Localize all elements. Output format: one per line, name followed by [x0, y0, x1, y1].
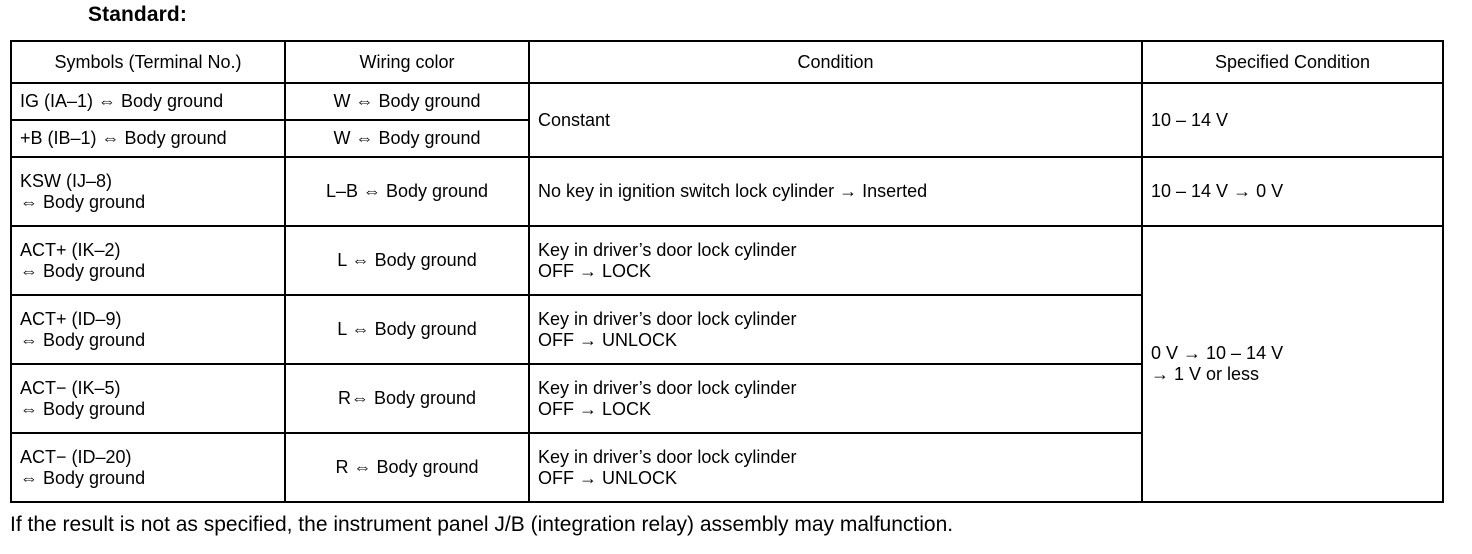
column-header-wiring-color: Wiring color — [284, 40, 530, 84]
cell-specified-condition-line-2: → 1 V or less — [1151, 364, 1260, 384]
table-row: +B (IB–1) ⇔ Body ground W ⇔ Body ground — [10, 119, 1443, 158]
cell-symbols-line-2: ⇔ Body ground — [20, 260, 146, 281]
column-header-symbols: Symbols (Terminal No.) — [10, 40, 286, 84]
cell-symbols-line-1: ACT− (ID–20) — [20, 446, 132, 467]
cell-condition-line-2: OFF → UNLOCK — [538, 467, 678, 488]
cell-symbols: KSW (IJ–8) ⇔ Body ground — [10, 156, 286, 227]
cell-symbols-line-2: ⇔ Body ground — [20, 467, 146, 488]
column-header-condition: Condition — [528, 40, 1143, 84]
cell-symbols-line-2: ⇔ Body ground — [20, 398, 146, 419]
cell-condition: Constant — [528, 82, 1143, 158]
cell-symbols-line-1: ACT+ (ID–9) — [20, 308, 122, 329]
cell-wiring-color: L ⇔ Body ground — [284, 225, 530, 296]
cell-symbols-line-1: ACT− (IK–5) — [20, 377, 121, 398]
cell-condition: Key in driver’s door lock cylinder OFF →… — [528, 225, 1143, 296]
table-header-row: Symbols (Terminal No.) Wiring color Cond… — [10, 40, 1444, 84]
cell-symbols: ACT+ (IK–2) ⇔ Body ground — [10, 225, 286, 296]
cell-specified-condition-line-1: 0 V → 10 – 14 V — [1151, 343, 1284, 363]
cell-symbols: ACT− (IK–5) ⇔ Body ground — [10, 363, 286, 434]
table-row: ACT− (IK–5) ⇔ Body ground R⇔ Body ground… — [10, 363, 1443, 434]
cell-condition-line-1: Key in driver’s door lock cylinder — [538, 308, 797, 329]
cell-condition: No key in ignition switch lock cylinder … — [528, 156, 1143, 227]
footer-note: If the result is not as specified, the i… — [10, 513, 954, 536]
cell-symbols: +B (IB–1) ⇔ Body ground — [10, 119, 286, 158]
cell-condition-line-1: Key in driver’s door lock cylinder — [538, 446, 797, 467]
page-title: Standard: — [88, 3, 187, 26]
cell-wiring-color: W ⇔ Body ground — [284, 119, 530, 158]
cell-symbols-line-2: ⇔ Body ground — [20, 191, 146, 212]
cell-condition-line-2: OFF → LOCK — [538, 260, 652, 281]
cell-condition-line-2: OFF → UNLOCK — [538, 329, 678, 350]
cell-specified-condition: 10 – 14 V → 0 V — [1141, 156, 1444, 227]
cell-symbols: IG (IA–1) ⇔ Body ground — [10, 82, 286, 121]
cell-symbols: ACT− (ID–20) ⇔ Body ground — [10, 432, 286, 503]
cell-symbols: ACT+ (ID–9) ⇔ Body ground — [10, 294, 286, 365]
cell-wiring-color: R⇔ Body ground — [284, 363, 530, 434]
cell-condition-line-2: OFF → LOCK — [538, 398, 652, 419]
cell-wiring-color: W ⇔ Body ground — [284, 82, 530, 121]
cell-symbols-line-1: ACT+ (IK–2) — [20, 239, 121, 260]
cell-symbols-line-1: KSW (IJ–8) — [20, 170, 113, 191]
table-row: ACT+ (ID–9) ⇔ Body ground L ⇔ Body groun… — [10, 294, 1443, 365]
cell-specified-condition-merged: 0 V → 10 – 14 V → 1 V or less — [1141, 225, 1444, 503]
cell-symbols-line-2: ⇔ Body ground — [20, 329, 146, 350]
standard-specification-table: Symbols (Terminal No.) Wiring color Cond… — [10, 40, 1444, 503]
cell-condition: Key in driver’s door lock cylinder OFF →… — [528, 432, 1143, 503]
cell-specified-condition: 10 – 14 V — [1141, 82, 1444, 158]
cell-condition-line-1: Key in driver’s door lock cylinder — [538, 239, 797, 260]
cell-wiring-color: R ⇔ Body ground — [284, 432, 530, 503]
table-row: KSW (IJ–8) ⇔ Body ground L–B ⇔ Body grou… — [10, 156, 1444, 227]
cell-condition-line-1: Key in driver’s door lock cylinder — [538, 377, 797, 398]
table-row: IG (IA–1) ⇔ Body ground W ⇔ Body ground … — [10, 82, 1444, 158]
table-row: ACT− (ID–20) ⇔ Body ground R ⇔ Body grou… — [10, 432, 1443, 503]
cell-condition: Key in driver’s door lock cylinder OFF →… — [528, 294, 1143, 365]
table-row: ACT+ (IK–2) ⇔ Body ground L ⇔ Body groun… — [10, 225, 1444, 503]
cell-wiring-color: L–B ⇔ Body ground — [284, 156, 530, 227]
cell-condition: Key in driver’s door lock cylinder OFF →… — [528, 363, 1143, 434]
cell-wiring-color: L ⇔ Body ground — [284, 294, 530, 365]
column-header-specified-condition: Specified Condition — [1141, 40, 1444, 84]
